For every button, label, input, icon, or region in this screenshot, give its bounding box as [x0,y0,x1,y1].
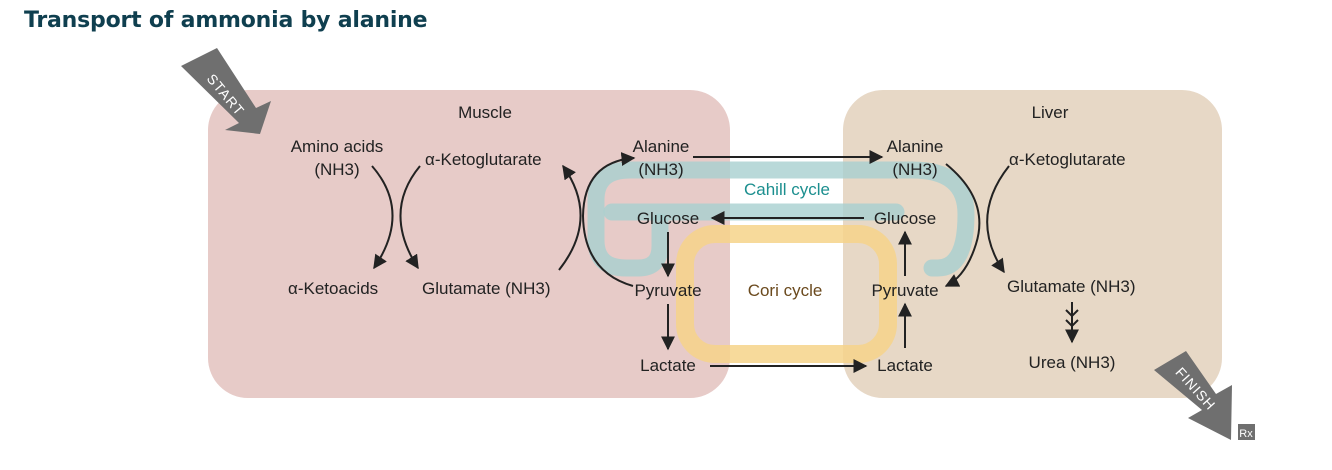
liver-lactate-label: Lactate [877,356,933,375]
start-arrow-icon [181,48,271,134]
muscle-ketoglutarate-to-glutamate-arrow [399,165,421,270]
liver-alpha-ketoglutarate-label: α-Ketoglutarate [1009,150,1126,169]
liver-glutamate-label: Glutamate (NH3) [1007,277,1135,296]
muscle-compartment [208,90,730,398]
muscle-alanine-nh3-label: (NH3) [638,160,683,179]
muscle-glucose-label: Glucose [637,209,699,228]
liver-alanine-label: Alanine [887,137,944,156]
muscle-lactate-label: Lactate [640,356,696,375]
cori-cycle-label: Cori cycle [748,281,823,300]
liver-urea-label: Urea (NH3) [1029,353,1116,372]
liver-multistep-tick-2 [1065,319,1079,328]
liver-glucose-label: Glucose [874,209,936,228]
liver-header: Liver [1032,103,1069,122]
muscle-pyruvate-to-alanine-arrow [581,152,636,287]
liver-ketoglutarate-to-glutamate-arrow [986,165,1010,274]
muscle-glutamate-to-ketoglutarate-arrow [558,164,582,271]
liver-alanine-nh3-label: (NH3) [892,160,937,179]
muscle-amino-to-ketoacids-arrow [371,165,394,270]
rx-badge-label: Rx [1239,428,1253,440]
muscle-glutamate-label: Glutamate (NH3) [422,279,550,298]
muscle-amino-acids-label: Amino acids [291,137,384,156]
liver-multistep-tick-1 [1065,309,1079,318]
muscle-amino-acids-nh3-label: (NH3) [314,160,359,179]
muscle-alpha-ketoglutarate-label: α-Ketoglutarate [425,150,542,169]
muscle-pyruvate-label: Pyruvate [634,281,701,300]
cahill-cycle-band [587,161,975,277]
cori-cycle-band [676,225,897,363]
liver-alanine-to-pyruvate-arrow [944,163,981,287]
muscle-alanine-label: Alanine [633,137,690,156]
cahill-cycle-label: Cahill cycle [744,180,830,199]
rx-badge-icon [1238,424,1255,440]
muscle-alpha-ketoacids-label: α-Ketoacids [288,279,378,298]
page-title: Transport of ammonia by alanine [24,8,428,33]
liver-pyruvate-label: Pyruvate [871,281,938,300]
finish-arrow-icon [1154,351,1232,440]
muscle-header: Muscle [458,103,512,122]
